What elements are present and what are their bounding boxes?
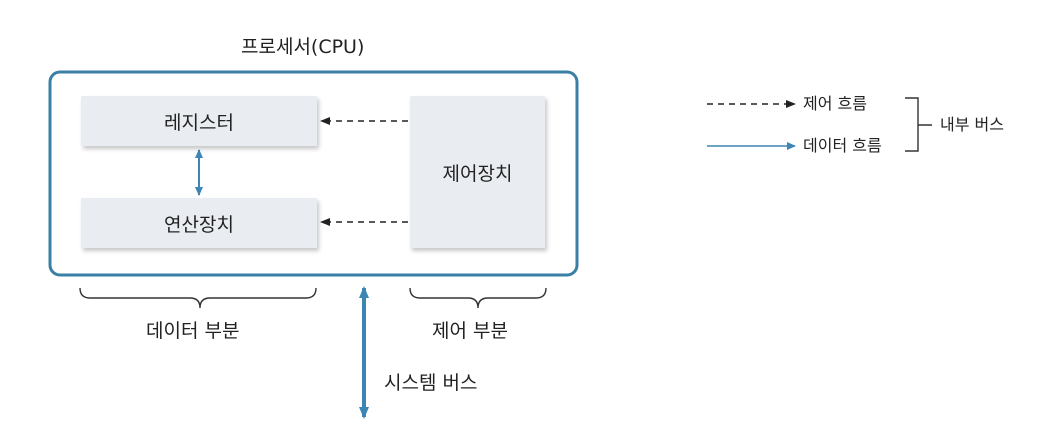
legend-data-flow-label: 데이터 흐름 xyxy=(803,136,882,155)
data-part-label: 데이터 부분 xyxy=(146,320,240,342)
register-label: 레지스터 xyxy=(164,111,234,134)
control-unit-label: 제어장치 xyxy=(442,162,513,185)
processor-frame xyxy=(48,70,579,277)
control-part-brace xyxy=(409,287,547,309)
alu-box: 연산장치 xyxy=(81,198,317,248)
legend-bracket xyxy=(905,97,932,152)
control-unit-box: 제어장치 xyxy=(410,96,545,248)
legend-internal-bus-label: 내부 버스 xyxy=(940,115,1004,134)
data-part-brace xyxy=(79,287,317,309)
legend-control-flow-label: 제어 흐름 xyxy=(803,94,867,113)
alu-label: 연산장치 xyxy=(164,213,234,236)
system-bus-label: 시스템 버스 xyxy=(384,372,478,394)
register-box: 레지스터 xyxy=(81,96,317,146)
processor-title: 프로세서(CPU) xyxy=(241,36,365,58)
control-part-label: 제어 부분 xyxy=(432,320,508,342)
